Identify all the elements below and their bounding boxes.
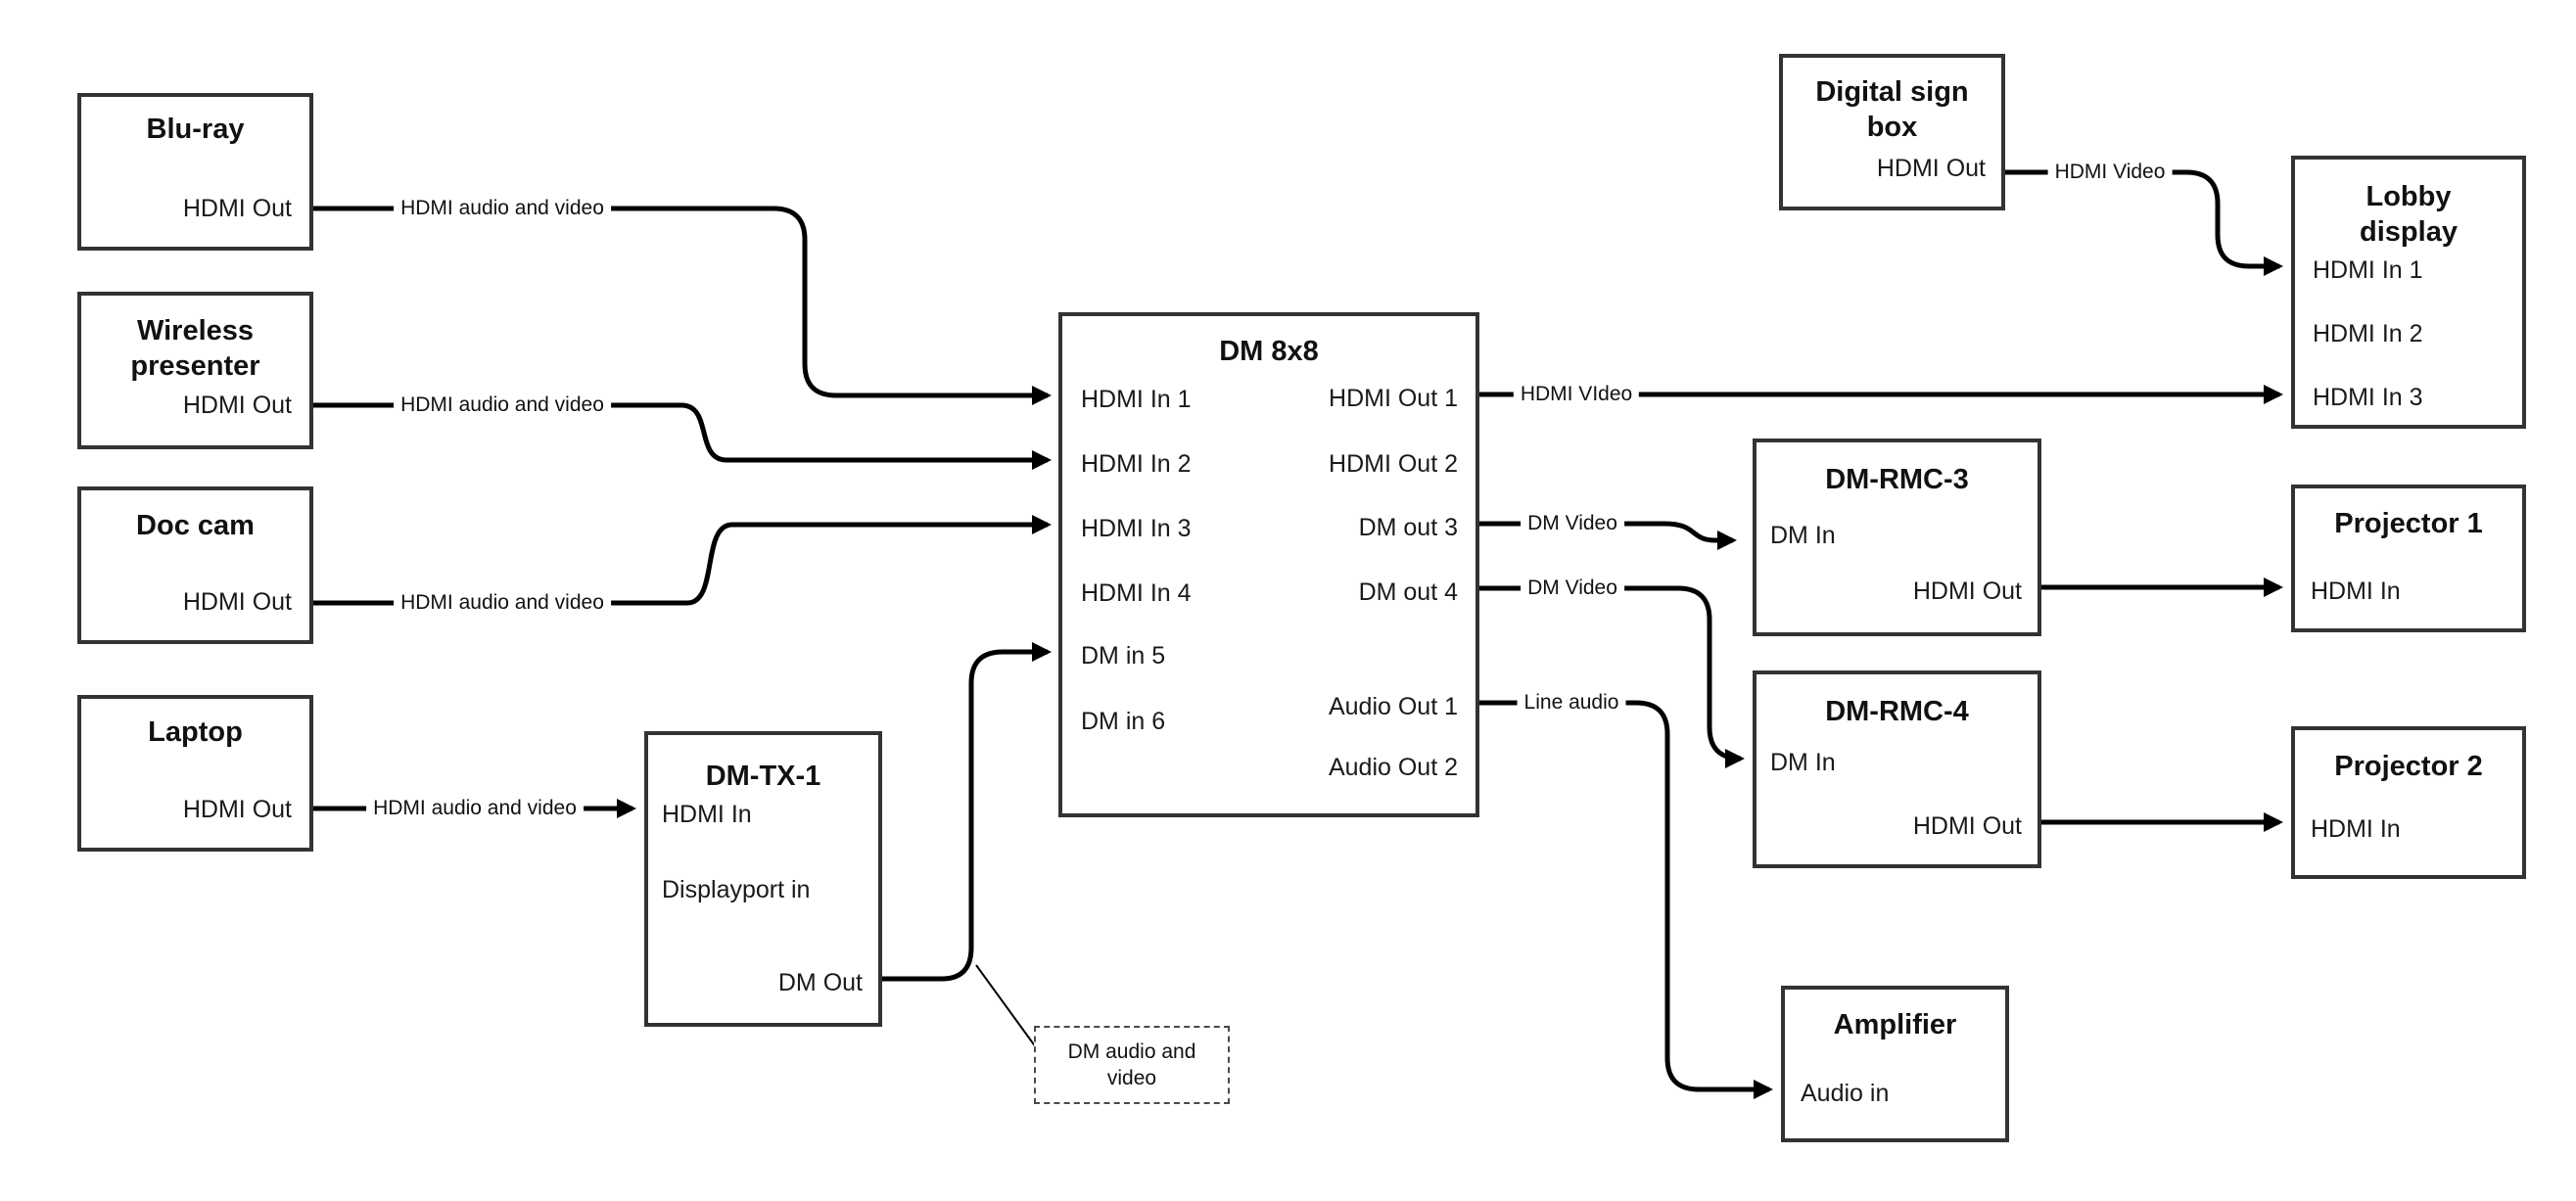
wire-label-bluray: HDMI audio and video	[394, 196, 611, 221]
node-title: Amplifier	[1833, 1009, 1957, 1040]
node-blu-ray: Blu-ray HDMI Out	[77, 93, 313, 251]
port-dm-out-4: DM out 4	[1358, 578, 1458, 606]
wire-label-signbox-hdmi-video: HDMI Video	[2047, 160, 2173, 185]
wire-dm8x8-audio1-to-amp	[1479, 700, 1773, 1099]
node-dm-rmc-3: DM-RMC-3 DM In HDMI Out	[1753, 439, 2041, 636]
wire-dm8x8-out4-to-rmc4	[1479, 585, 1745, 768]
annotation-dm-audio-video: DM audio and video	[1034, 1026, 1230, 1104]
annotation-text: DM audio and video	[1067, 1040, 1196, 1089]
node-title: DM-RMC-4	[1825, 696, 1969, 727]
node-title: DM-TX-1	[705, 761, 821, 792]
port-dm-in: DM In	[1770, 749, 1836, 776]
port-hdmi-out: HDMI Out	[182, 588, 292, 616]
node-dm-8x8: DM 8x8 HDMI In 1 HDMI In 2 HDMI In 3 HDM…	[1058, 312, 1479, 817]
port-hdmi-out: HDMI Out	[1912, 577, 2022, 605]
port-hdmi-out-2: HDMI Out 2	[1329, 450, 1458, 478]
port-hdmi-in-4: HDMI In 4	[1081, 579, 1192, 607]
port-hdmi-out: HDMI Out	[182, 195, 292, 222]
port-hdmi-out: HDMI Out	[182, 796, 292, 823]
node-title: Blu-ray	[146, 114, 245, 145]
wire-dm8x8-out3-to-rmc3	[1479, 521, 1737, 550]
wire-label-doccam: HDMI audio and video	[394, 590, 611, 616]
wire-label-hdmi-video-out1: HDMI VIdeo	[1513, 382, 1640, 407]
port-hdmi-in-1: HDMI In 1	[2313, 256, 2423, 284]
port-dm-in-5: DM in 5	[1081, 642, 1166, 670]
node-doc-cam: Doc cam HDMI Out	[77, 486, 313, 644]
annotation-leader-line	[975, 964, 1037, 1048]
port-hdmi-out: HDMI Out	[1876, 155, 1986, 182]
wire-doccam-to-dm8x8-in3	[313, 515, 1052, 606]
node-title: Projector 2	[2334, 751, 2483, 782]
port-dm-in-6: DM in 6	[1081, 708, 1166, 735]
wire-signbox-to-lobby-in1	[2005, 169, 2283, 276]
node-title: Lobby display	[2360, 181, 2458, 248]
port-hdmi-in: HDMI In	[2311, 815, 2401, 843]
node-title: Laptop	[148, 716, 243, 748]
port-hdmi-in-2: HDMI In 2	[1081, 450, 1192, 478]
port-hdmi-in: HDMI In	[662, 801, 752, 828]
node-wireless-presenter: Wireless presenter HDMI Out	[77, 292, 313, 449]
node-amplifier: Amplifier Audio in	[1781, 986, 2009, 1142]
node-projector-2: Projector 2 HDMI In	[2291, 726, 2526, 879]
node-laptop: Laptop HDMI Out	[77, 695, 313, 852]
wire-label-line-audio: Line audio	[1517, 690, 1626, 716]
port-hdmi-in: HDMI In	[2311, 577, 2401, 605]
node-title: Projector 1	[2334, 508, 2483, 539]
port-audio-out-2: Audio Out 2	[1328, 754, 1458, 781]
node-title: DM 8x8	[1219, 336, 1319, 367]
wire-label-wireless: HDMI audio and video	[394, 393, 611, 418]
node-digital-sign-box: Digital sign box HDMI Out	[1779, 54, 2005, 210]
port-displayport-in: Displayport in	[662, 876, 811, 903]
port-hdmi-in-3: HDMI In 3	[1081, 515, 1192, 542]
node-dm-tx-1: DM-TX-1 HDMI In Displayport in DM Out	[644, 731, 882, 1027]
wire-label-dm-video-out3: DM Video	[1521, 511, 1624, 536]
port-hdmi-out: HDMI Out	[1912, 812, 2022, 840]
node-lobby-display: Lobby display HDMI In 1 HDMI In 2 HDMI I…	[2291, 156, 2526, 429]
wire-bluray-to-dm8x8-in1	[313, 206, 1052, 405]
port-hdmi-in-1: HDMI In 1	[1081, 386, 1192, 413]
wire-label-dm-video-out4: DM Video	[1521, 576, 1624, 601]
port-audio-in: Audio in	[1801, 1080, 1890, 1107]
node-title: Doc cam	[136, 510, 255, 541]
wire-label-laptop: HDMI audio and video	[366, 796, 584, 821]
port-hdmi-out-1: HDMI Out 1	[1329, 385, 1458, 412]
port-dm-out-3: DM out 3	[1358, 514, 1458, 541]
port-hdmi-out: HDMI Out	[182, 392, 292, 419]
node-title: Wireless presenter	[130, 315, 260, 382]
node-dm-rmc-4: DM-RMC-4 DM In HDMI Out	[1753, 670, 2041, 868]
node-projector-1: Projector 1 HDMI In	[2291, 485, 2526, 632]
node-title: DM-RMC-3	[1825, 464, 1969, 495]
wire-dmtx1-to-dm8x8-in5	[882, 642, 1052, 982]
wire-wireless-to-dm8x8-in2	[313, 402, 1052, 470]
port-hdmi-in-2: HDMI In 2	[2313, 320, 2423, 347]
port-hdmi-in-3: HDMI In 3	[2313, 384, 2423, 411]
port-audio-out-1: Audio Out 1	[1328, 693, 1458, 720]
port-dm-out: DM Out	[777, 969, 863, 996]
port-dm-in: DM In	[1770, 522, 1836, 549]
node-title: Digital sign box	[1815, 76, 1969, 143]
